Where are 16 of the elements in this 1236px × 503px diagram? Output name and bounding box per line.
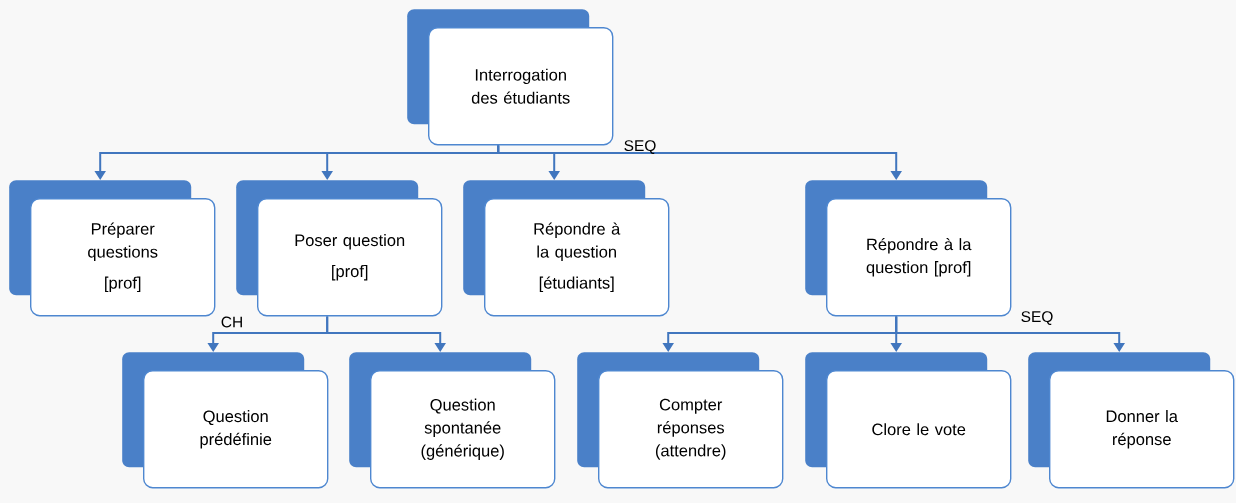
process-box: Clore le vote xyxy=(805,352,1012,489)
operator-label: SEQ xyxy=(624,140,656,154)
process-box: Interrogation des étudiants xyxy=(407,9,614,146)
process-box: Donner la réponse xyxy=(1028,352,1235,489)
process-box: Préparer questions [prof] xyxy=(9,180,216,317)
process-box: Répondre à la question [étudiants] xyxy=(463,180,670,317)
process-box: Répondre à la question [prof] xyxy=(805,180,1012,317)
operator-label: SEQ xyxy=(1021,311,1053,325)
arrow xyxy=(497,144,902,180)
process-box: Poser question [prof] xyxy=(236,180,443,317)
arrow xyxy=(326,315,446,352)
process-box: Compter réponses (attendre) xyxy=(577,352,784,489)
process-box: Question prédéfinie xyxy=(122,352,329,489)
operator-label: CH xyxy=(221,316,242,328)
arrow xyxy=(895,315,1125,352)
process-box: Question spontanée (générique) xyxy=(349,352,556,489)
